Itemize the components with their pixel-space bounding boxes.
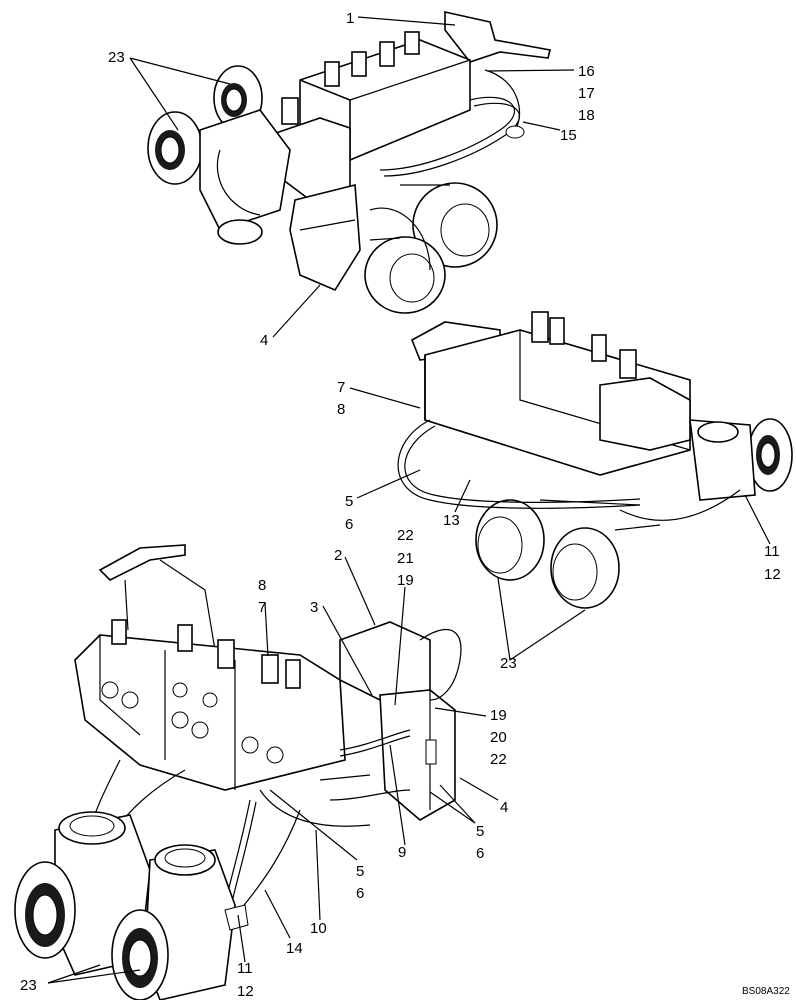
callout-5-low-right: 5 [476, 823, 484, 840]
valve-assembly-top-view [147, 11, 551, 314]
callout-18: 18 [578, 107, 595, 124]
callout-5-low-left: 5 [356, 863, 364, 880]
callout-6-low-left: 6 [356, 885, 364, 902]
callout-6-mid: 6 [345, 516, 353, 533]
callout-4-low: 4 [500, 799, 508, 816]
callout-11-right: 11 [764, 543, 780, 560]
callout-19-low: 19 [490, 707, 507, 724]
callout-3: 3 [310, 599, 318, 616]
callout-16: 16 [578, 63, 595, 80]
callout-13: 13 [443, 512, 460, 529]
callout-4-top: 4 [260, 332, 268, 349]
callout-9: 9 [398, 844, 406, 861]
callout-23-mid: 23 [500, 655, 517, 672]
callout-15: 15 [560, 127, 577, 144]
figure-reference-code: BS08A322 [742, 986, 790, 997]
callout-8-low: 8 [258, 577, 266, 594]
valve-assembly-side-view [14, 544, 462, 1000]
callout-7-low: 7 [258, 599, 266, 616]
callout-7-mid: 7 [337, 379, 345, 396]
callout-5-mid: 5 [345, 493, 353, 510]
callout-11-low: 11 [237, 960, 253, 977]
callout-21: 21 [397, 550, 414, 567]
callout-19-top: 19 [397, 572, 414, 589]
callout-22-mid: 22 [397, 527, 414, 544]
callout-17: 17 [578, 85, 595, 102]
callout-20: 20 [490, 729, 507, 746]
callout-14: 14 [286, 940, 303, 957]
callout-8-mid: 8 [337, 401, 345, 418]
callout-10: 10 [310, 920, 327, 937]
callout-23-top: 23 [108, 49, 125, 66]
callout-22-low: 22 [490, 751, 507, 768]
valve-assembly-rear-view [397, 311, 793, 609]
callout-12-low: 12 [237, 983, 254, 1000]
leader-lines [47, 16, 771, 984]
callout-12-right: 12 [764, 566, 781, 583]
callout-2: 2 [334, 547, 342, 564]
callout-labels: 1 23 16 17 18 15 4 7 8 5 6 13 22 21 2 19… [20, 10, 790, 1000]
callout-23-low: 23 [20, 977, 37, 994]
callout-6-low-right: 6 [476, 845, 484, 862]
callout-1: 1 [346, 10, 354, 27]
